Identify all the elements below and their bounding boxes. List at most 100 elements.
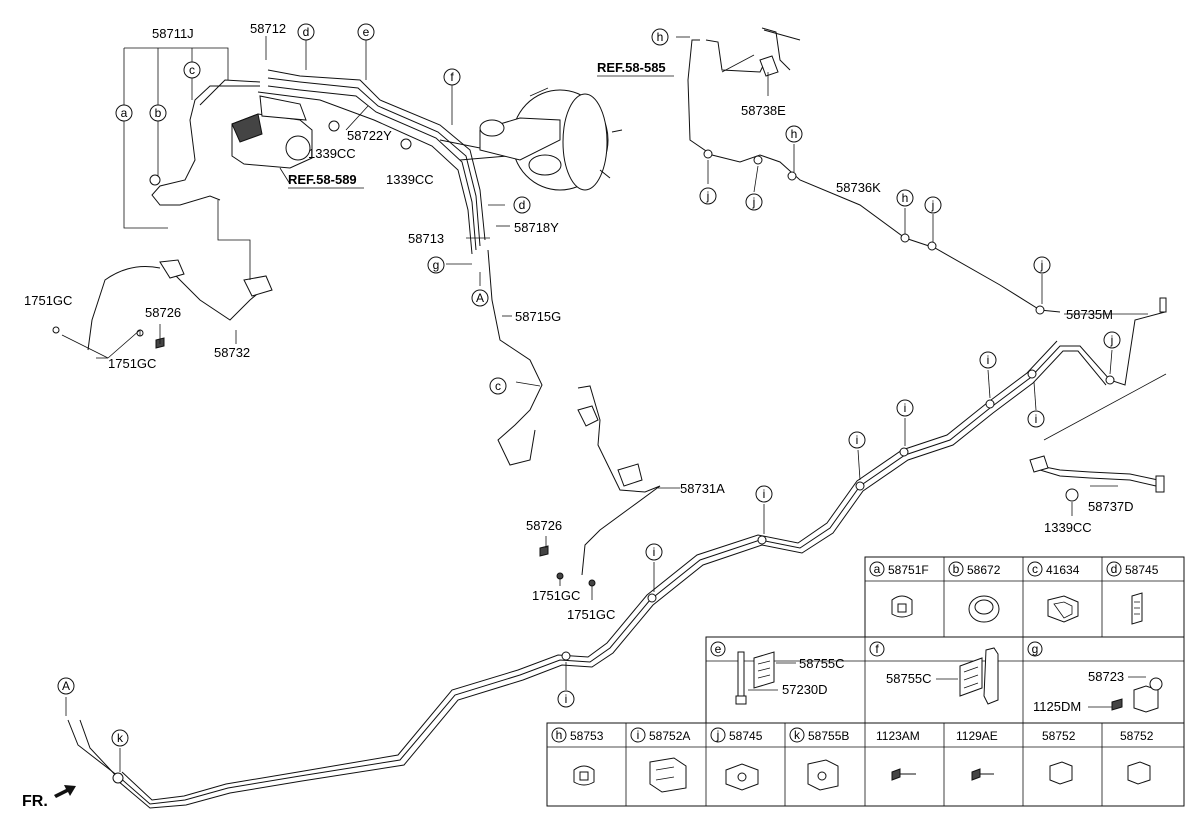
callout-h-top: h bbox=[651, 28, 669, 46]
label-58731A: 58731A bbox=[680, 481, 725, 496]
svg-text:i: i bbox=[637, 728, 640, 742]
legend-cell-b: b 58672 bbox=[948, 561, 1001, 623]
label-1751GC-b: 1751GC bbox=[108, 356, 156, 371]
svg-text:c: c bbox=[189, 63, 195, 77]
label-58732: 58732 bbox=[214, 345, 250, 360]
callout-i-4: i bbox=[848, 431, 866, 449]
callout-b: b bbox=[149, 104, 167, 122]
clip-icon bbox=[1047, 595, 1079, 623]
svg-text:b: b bbox=[155, 106, 162, 120]
pipe-clip-icon bbox=[649, 757, 687, 793]
callout-j-5: j bbox=[1103, 331, 1121, 349]
svg-text:58745: 58745 bbox=[1125, 563, 1159, 577]
legend-cell-h: h 58753 bbox=[551, 727, 604, 786]
svg-text:c: c bbox=[1032, 562, 1038, 576]
svg-text:41634: 41634 bbox=[1046, 563, 1080, 577]
svg-text:1129AE: 1129AE bbox=[956, 729, 998, 743]
legend-cell-1129ae: 1129AE bbox=[956, 729, 998, 781]
svg-text:j: j bbox=[1110, 333, 1114, 347]
callout-c: c bbox=[183, 61, 201, 79]
callout-k: k bbox=[111, 729, 129, 747]
label-58711J: 58711J bbox=[152, 26, 194, 41]
svg-text:A: A bbox=[476, 291, 484, 305]
hose-clip-icon bbox=[891, 595, 913, 618]
fittings bbox=[52, 55, 1167, 784]
svg-text:h: h bbox=[791, 127, 798, 141]
callout-c-mid: c bbox=[489, 377, 507, 395]
legend-cell-58752b: 58752 bbox=[1120, 729, 1154, 785]
svg-text:i: i bbox=[904, 401, 907, 415]
callout-i-3: i bbox=[896, 399, 914, 417]
callout-d-top: d bbox=[297, 23, 315, 41]
svg-text:58752A: 58752A bbox=[649, 729, 690, 743]
svg-text:d: d bbox=[303, 25, 310, 39]
legend-cell-k: k 58755B bbox=[789, 727, 849, 791]
label-1339CC-c: 1339CC bbox=[1044, 520, 1092, 535]
callout-h-2: h bbox=[785, 125, 803, 143]
svg-text:e: e bbox=[715, 642, 722, 656]
svg-text:1123AM: 1123AM bbox=[876, 729, 920, 743]
label-ref-58-589: REF.58-589 bbox=[288, 172, 357, 187]
legend-cell-g: g 58723 1125DM bbox=[1027, 641, 1163, 714]
svg-text:i: i bbox=[763, 487, 766, 501]
label-58738E: 58738E bbox=[741, 103, 786, 118]
callout-i-2: i bbox=[979, 351, 997, 369]
svg-text:58752: 58752 bbox=[1120, 729, 1154, 743]
callout-j-3: j bbox=[924, 196, 942, 214]
bolt-icon-2 bbox=[971, 768, 981, 781]
svg-text:b: b bbox=[953, 562, 960, 576]
label-ref-58-585: REF.58-585 bbox=[597, 60, 666, 75]
front-direction-marker: FR. bbox=[22, 785, 76, 810]
brake-booster bbox=[479, 89, 623, 191]
legend-cell-i: i 58752A bbox=[630, 727, 690, 793]
label-1751GC-a: 1751GC bbox=[24, 293, 72, 308]
part-labels: 58711J 58712 1339CC 58722Y 1339CC REF.58… bbox=[24, 21, 1134, 622]
label-58726-a: 58726 bbox=[145, 305, 181, 320]
svg-text:j: j bbox=[752, 195, 756, 209]
label-58713: 58713 bbox=[408, 231, 444, 246]
svg-text:FR.: FR. bbox=[22, 793, 48, 810]
svg-text:j: j bbox=[931, 198, 935, 212]
svg-text:k: k bbox=[794, 728, 801, 742]
svg-text:i: i bbox=[987, 353, 990, 367]
callout-i-1: i bbox=[1027, 410, 1045, 428]
callout-h-3: h bbox=[896, 189, 914, 207]
label-1751GC-c: 1751GC bbox=[532, 588, 580, 603]
svg-text:g: g bbox=[1032, 642, 1039, 656]
svg-text:e: e bbox=[363, 25, 370, 39]
svg-text:g: g bbox=[433, 258, 440, 272]
callout-j-4: j bbox=[1033, 256, 1051, 274]
svg-text:58755B: 58755B bbox=[808, 729, 849, 743]
callout-A-top: A bbox=[471, 289, 489, 307]
svg-text:j: j bbox=[1040, 258, 1044, 272]
legend-cell-c: c 41634 bbox=[1027, 561, 1080, 623]
legend-cell-e: e 58755C 57230D bbox=[710, 641, 845, 705]
callout-f: f bbox=[443, 68, 461, 86]
svg-text:j: j bbox=[706, 189, 710, 203]
svg-text:h: h bbox=[657, 30, 664, 44]
svg-text:i: i bbox=[1035, 412, 1038, 426]
callout-g: g bbox=[427, 256, 445, 274]
svg-text:c: c bbox=[495, 379, 501, 393]
svg-text:j: j bbox=[716, 728, 720, 742]
abs-module bbox=[231, 95, 313, 169]
svg-text:58753: 58753 bbox=[570, 729, 604, 743]
svg-text:d: d bbox=[519, 198, 526, 212]
callout-e: e bbox=[357, 23, 375, 41]
callout-i-6: i bbox=[645, 543, 663, 561]
label-58712: 58712 bbox=[250, 21, 286, 36]
svg-text:58752: 58752 bbox=[1042, 729, 1076, 743]
callout-i-5: i bbox=[755, 485, 773, 503]
callout-a: a bbox=[115, 104, 133, 122]
svg-text:A: A bbox=[62, 679, 70, 693]
bracket-bolt-icon bbox=[1133, 685, 1159, 713]
label-58718Y: 58718Y bbox=[514, 220, 559, 235]
callout-i-7: i bbox=[557, 690, 575, 708]
svg-text:f: f bbox=[875, 642, 879, 656]
svg-text:i: i bbox=[856, 433, 859, 447]
legend-cell-d: d 58745 bbox=[1106, 561, 1159, 625]
svg-text:h: h bbox=[902, 191, 909, 205]
callout-j-1: j bbox=[699, 187, 717, 205]
label-1339CC-a: 1339CC bbox=[308, 146, 356, 161]
